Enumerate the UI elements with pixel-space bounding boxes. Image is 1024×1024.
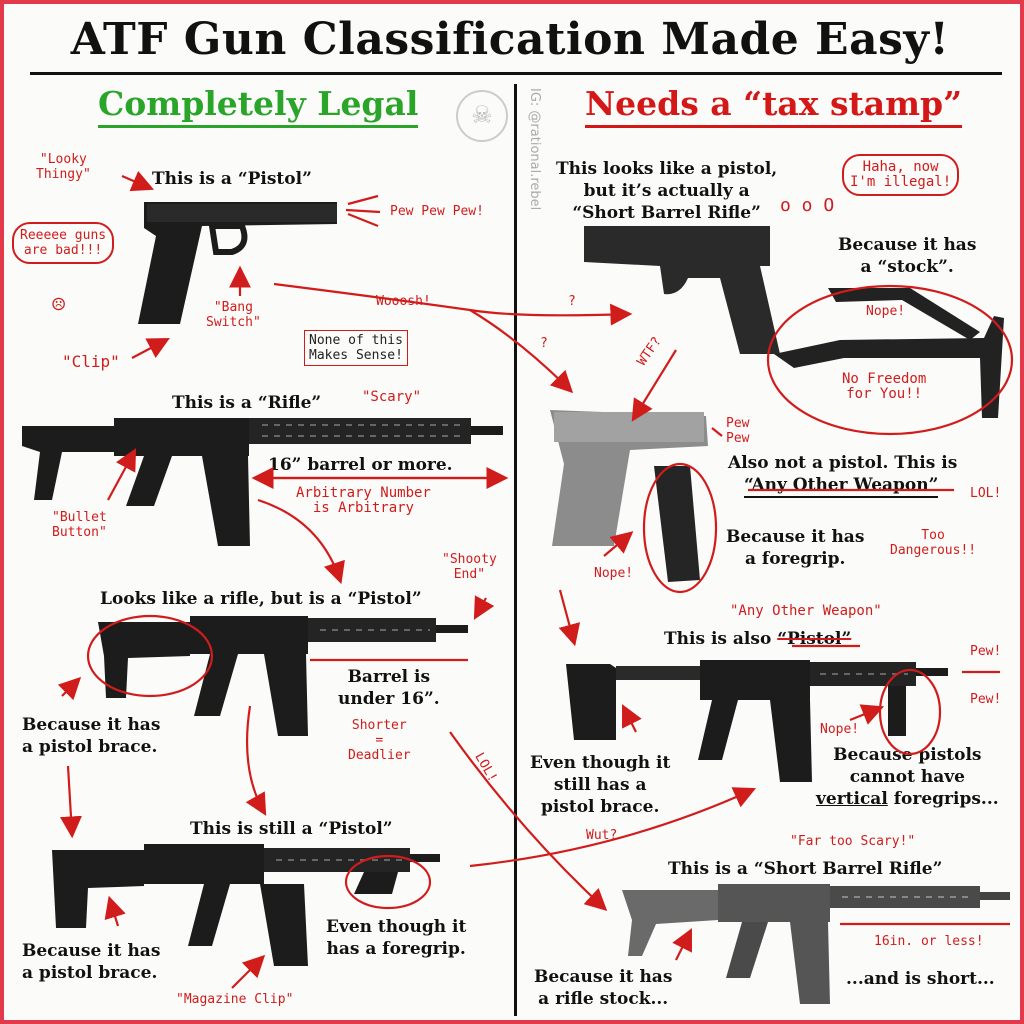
brace-still-label: Even though it still has a pistol brace. [530, 753, 671, 817]
brace-label-2: Because it has a pistol brace. [22, 941, 161, 983]
note-wut: Wut? [586, 828, 618, 843]
note-magazine-clip: "Magazine Clip" [176, 992, 294, 1007]
note-too-dangerous: Too Dangerous!! [890, 528, 977, 558]
vertical-word: vertical [816, 789, 888, 809]
note-haha: Haha, now I'm illegal! [842, 154, 960, 196]
page-title: ATF Gun Classification Made Easy! [70, 14, 950, 65]
stock-rifle-label: Because it has a rifle stock... [534, 967, 673, 1009]
note-far-scary: "Far too Scary!" [790, 834, 916, 849]
note-pew4: Pew! [970, 692, 1002, 707]
note-freedom: No Freedom for You!! [842, 371, 927, 402]
also-label: This is also “Pistol” [664, 628, 851, 650]
note-pew1: Pew Pew Pew! [390, 204, 484, 219]
barrel-16-label: 16” barrel or more. [268, 455, 453, 475]
watermark: IG: @rational.rebel [527, 88, 542, 211]
note-nope3: Nope! [820, 722, 860, 737]
column-divider [514, 84, 517, 1016]
short-label: ...and is short... [846, 969, 995, 989]
note-q2: ? [540, 336, 548, 351]
also-prefix: This is also [664, 629, 772, 649]
vertical-reason-line1: Because pistols cannot have [833, 745, 982, 787]
note-scary: "Scary" [362, 389, 422, 405]
note-nope1: Nope! [866, 304, 906, 319]
note-sixteen: 16in. or less! [874, 934, 984, 949]
sbr-pistol-label: This looks like a pistol, but it’s actua… [556, 159, 778, 223]
pistol-foregrip-icon [550, 410, 708, 582]
still-pistol-label: This is still a “Pistol” [190, 819, 393, 839]
note-q1: ? [568, 294, 576, 309]
note-arbitrary: Arbitrary Number is Arbitrary [296, 485, 431, 516]
note-aow: "Any Other Weapon" [730, 603, 882, 619]
note-pew3: Pew! [970, 644, 1002, 659]
note-reeee: Reeeee guns are bad!!! [12, 222, 115, 264]
rifle-pistol-label: Looks like a rifle, but is a “Pistol” [100, 589, 422, 609]
note-shorter: Shorter = Deadlier [348, 718, 411, 763]
short-barrel-rifle-icon [622, 884, 1010, 1004]
skull-seal-icon: ☠ [456, 90, 508, 142]
brace-label-1: Because it has a pistol brace. [22, 715, 161, 757]
left-heading: Completely Legal [98, 84, 419, 128]
note-looky: "Looky Thingy" [36, 152, 91, 182]
note-nonsense: None of this Makes Sense! [304, 330, 408, 366]
vertical-reason-line2: vertical foregrips... [816, 788, 999, 810]
vertical-reason-label: Because pistols cannot have vertical for… [816, 744, 999, 810]
thought-dots-icon: o o O [780, 195, 835, 216]
note-clip: "Clip" [62, 352, 120, 371]
aow-intro-label: Also not a pistol. This is [728, 453, 958, 473]
note-lol2: LOL! [970, 486, 1002, 501]
note-bang: "Bang Switch" [206, 300, 261, 330]
note-pew2: Pew Pew [726, 416, 750, 446]
aow-name-label: “Any Other Weapon” [744, 474, 939, 498]
pistol-label: This is a “Pistol” [152, 169, 312, 189]
foregrip-reason-label: Because it has a foregrip. [726, 527, 865, 569]
foregrip-label-1: Even though it has a foregrip. [326, 917, 467, 959]
stock-reason-label: Because it has a “stock”. [838, 235, 977, 277]
note-shooty: "Shooty End" [442, 552, 497, 582]
note-nope2: Nope! [594, 566, 634, 581]
barrel-under-label: Barrel is under 16”. [338, 667, 440, 709]
note-bullet-button: "Bullet Button" [52, 510, 107, 540]
note-wooosh: Wooosh! [376, 294, 431, 309]
frown-icon: ☹ [52, 293, 66, 318]
vertical-foregrips: foregrips... [893, 789, 999, 809]
ar15-rifle-icon [22, 418, 503, 546]
ar-pistol-foregrip-icon [52, 844, 440, 966]
sbr-label: This is a “Short Barrel Rifle” [668, 859, 943, 879]
also-pistol-struck: “Pistol” [777, 629, 852, 649]
rifle-label: This is a “Rifle” [172, 393, 322, 413]
right-heading: Needs a “tax stamp” [585, 84, 963, 128]
title-underline [30, 72, 1002, 75]
glock-pistol-icon [138, 202, 337, 324]
